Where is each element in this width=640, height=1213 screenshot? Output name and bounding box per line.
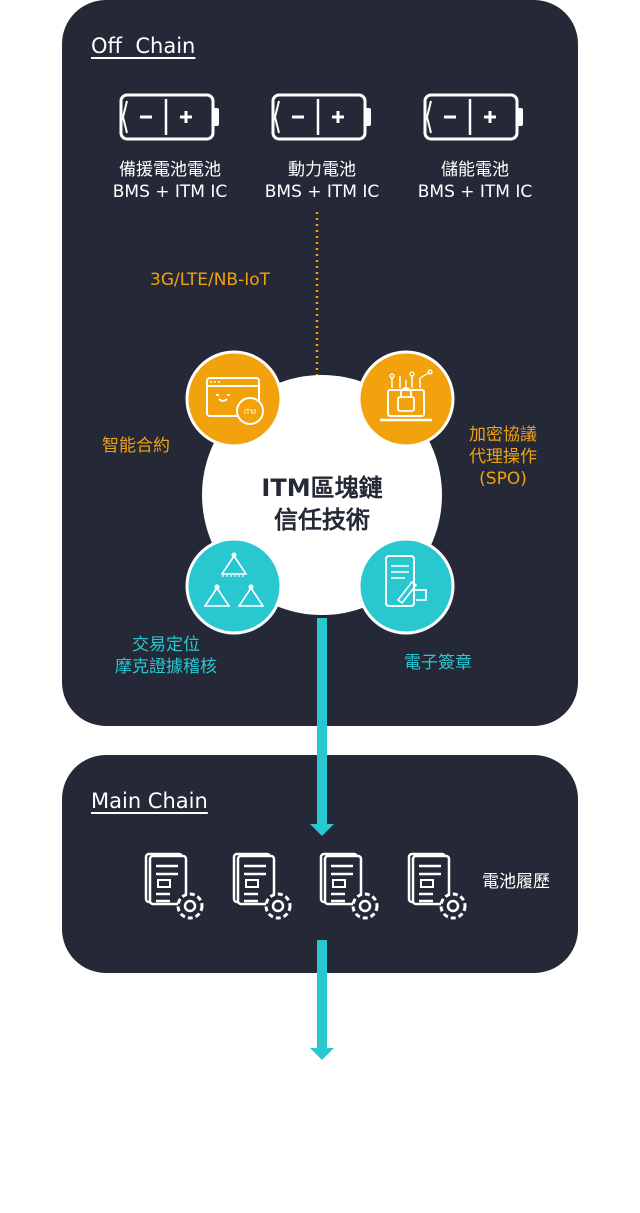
off-chain-title: Off Chain [91,34,196,58]
records-label: 電池履歷 [482,872,550,892]
svg-text:ITM: ITM [244,409,256,416]
battery-label-storage: 儲能電池 BMS + ITM IC [417,160,533,202]
battery-icon [271,93,373,141]
battery-label-backup: 備援電池電池 BMS + ITM IC [112,160,228,202]
e-signature-icon [357,537,455,635]
battery-icon [119,93,221,141]
document-gear-icon [319,852,379,920]
feature-label-signature: 電子簽章 [404,653,472,673]
feature-label-smart-contract: 智能合約 [102,436,170,456]
battery-label-power: 動力電池 BMS + ITM IC [264,160,380,202]
document-gear-icon [407,852,467,920]
document-gear-icon [144,852,204,920]
center-title: ITM區塊鏈 信任技術 [261,474,383,534]
arrow-out [317,940,327,1048]
smart-contract-icon: ITM [185,350,283,448]
arrow-to-main-chain [317,618,327,824]
main-chain-title: Main Chain [91,789,208,813]
network-label: 3G/LTE/NB-IoT [150,270,271,290]
document-gear-icon [232,852,292,920]
merkle-tree-icon [185,537,283,635]
arrow-head [310,1048,334,1060]
encryption-protocol-icon [357,350,455,448]
arrow-head [310,824,334,836]
feature-label-encryption: 加密協議 代理操作 (SPO) [469,425,537,489]
feature-label-merkle: 交易定位 摩克證據稽核 [115,635,217,677]
battery-icon [423,93,525,141]
